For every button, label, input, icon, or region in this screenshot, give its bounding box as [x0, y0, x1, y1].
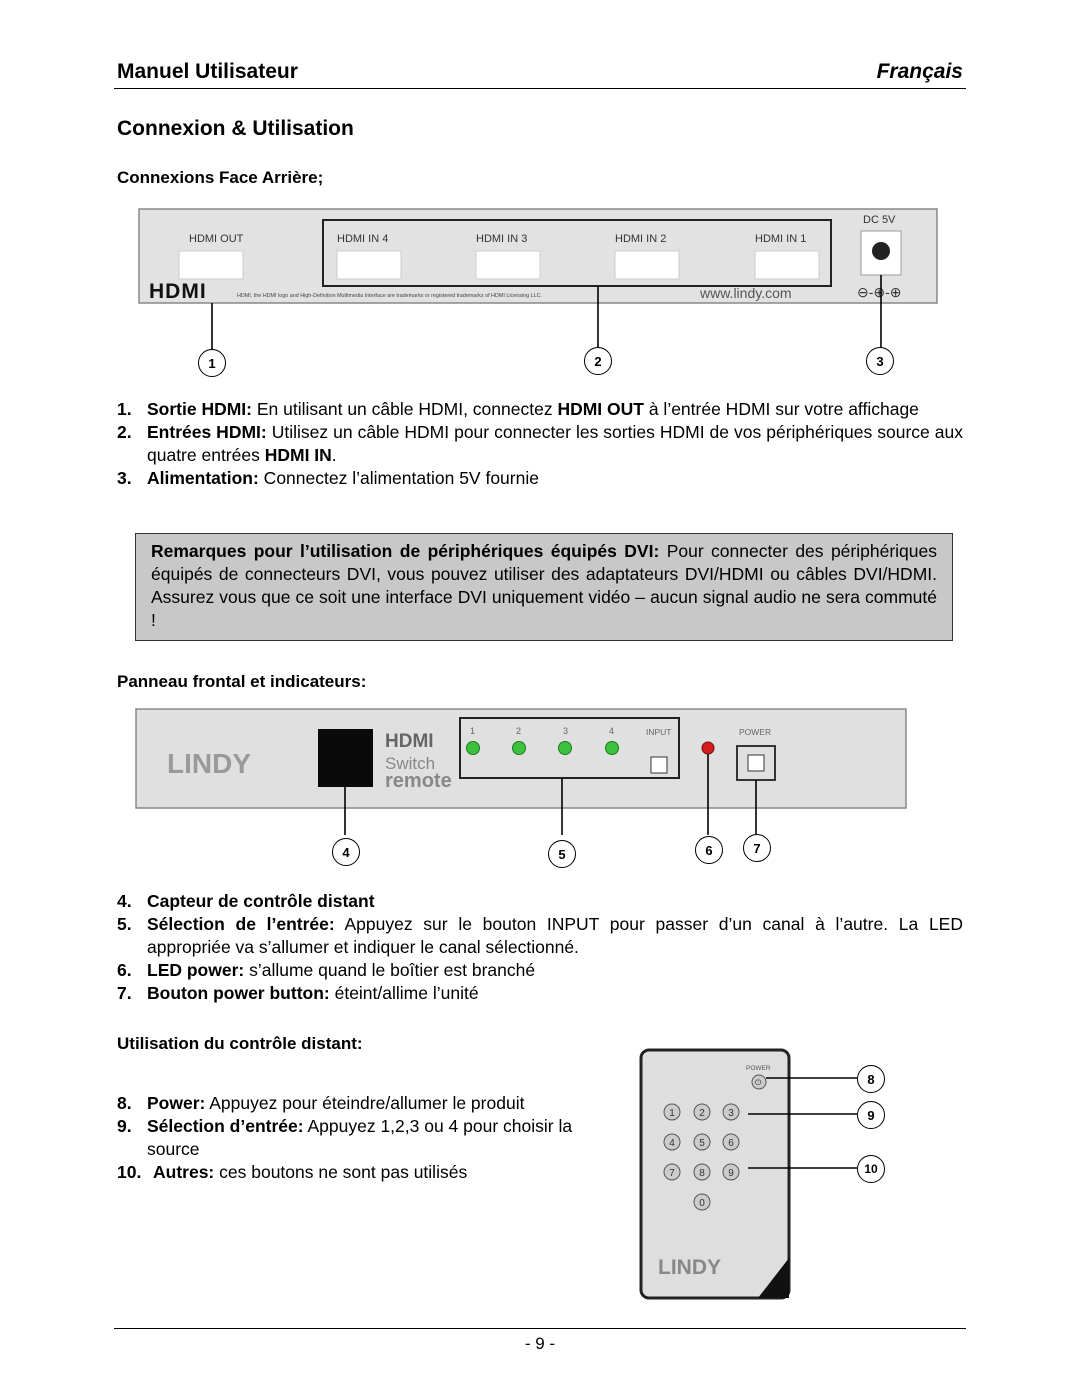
power-key-icon — [751, 1074, 767, 1090]
front-heading: Panneau frontal et indicateurs: — [117, 672, 367, 691]
channel-4-label: 4 — [609, 726, 614, 736]
rear-heading: Connexions Face Arrière; — [117, 168, 324, 187]
header-language: Français — [876, 60, 963, 83]
rear-panel-diagram: HDMI OUT HDMI IN 4 HDMI IN 3 HDMI IN 2 H… — [138, 208, 938, 350]
note-label: Remarques pour l’utilisation de périphér… — [151, 541, 660, 561]
list-item: 1. Sortie HDMI: En utilisant un câble HD… — [117, 399, 919, 419]
remote-heading: Utilisation du contrôle distant: — [117, 1034, 363, 1053]
callout-2: 2 — [584, 347, 612, 375]
polarity-symbol-icon: ⊖-⊕-⊕ — [857, 284, 902, 300]
remote-corner — [758, 1258, 789, 1298]
remote-diagram: POWER ⏻ 1 2 3 4 5 6 7 8 9 0 LINDY — [639, 1048, 857, 1300]
hdmi-logo: HDMI — [149, 280, 207, 303]
power-led — [701, 741, 715, 755]
channel-3-led — [558, 741, 572, 755]
front-items-list: 4.Capteur de contrôle distant 5.Sélectio… — [117, 890, 963, 1005]
callout-8: 8 — [857, 1065, 885, 1093]
page-number: - 9 - — [524, 1334, 556, 1353]
front-panel-diagram: LINDY HDMI Switch remote 1 2 3 4 INPUT P… — [135, 708, 907, 835]
channel-4-led — [605, 741, 619, 755]
channel-2-led — [512, 741, 526, 755]
channel-3-label: 3 — [563, 726, 568, 736]
hdmi-in-group-frame — [322, 219, 832, 287]
svg-text:8: 8 — [699, 1168, 705, 1179]
svg-text:0: 0 — [699, 1198, 705, 1209]
callout-3: 3 — [866, 347, 894, 375]
list-item: 5.Sélection de l’entrée: Appuyez sur le … — [117, 914, 963, 957]
list-item: 4.Capteur de contrôle distant — [117, 891, 375, 911]
hdmi-in3-port — [475, 250, 541, 280]
power-label: POWER — [739, 727, 771, 737]
power-symbol-icon: ⏻ — [755, 1078, 762, 1087]
hdmi-in1-label: HDMI IN 1 — [755, 233, 806, 245]
keypad: 1 2 3 4 5 6 7 8 9 0 — [663, 1103, 740, 1211]
dc-jack — [872, 242, 890, 260]
callout-9: 9 — [857, 1101, 885, 1129]
channel-2-label: 2 — [516, 726, 521, 736]
channel-1-label: 1 — [470, 726, 475, 736]
hdmi-in3-label: HDMI IN 3 — [476, 233, 527, 245]
svg-text:6: 6 — [728, 1138, 734, 1149]
remote-items-list: 8.Power: Appuyez pour éteindre/allumer l… — [117, 1092, 587, 1184]
svg-text:2: 2 — [699, 1108, 705, 1119]
callout-6: 6 — [695, 836, 723, 864]
trademark-text: HDMI, the HDMI logo and High-Definition … — [237, 293, 542, 299]
hdmi-in4-label: HDMI IN 4 — [337, 233, 388, 245]
hdmi-wordmark: HDMI — [385, 731, 434, 752]
remote-lindy-logo: LINDY — [658, 1256, 721, 1279]
svg-text:3: 3 — [728, 1108, 734, 1119]
hdmi-in2-label: HDMI IN 2 — [615, 233, 666, 245]
hdmi-out-label: HDMI OUT — [189, 233, 244, 245]
header-title: Manuel Utilisateur — [117, 60, 298, 83]
dvi-note-box: Remarques pour l’utilisation de périphér… — [135, 533, 953, 641]
svg-text:4: 4 — [669, 1138, 675, 1149]
list-item: 8.Power: Appuyez pour éteindre/allumer l… — [117, 1093, 525, 1113]
channel-1-led — [466, 741, 480, 755]
svg-text:5: 5 — [699, 1138, 705, 1149]
lindy-logo: LINDY — [167, 748, 251, 779]
hdmi-in1-port — [754, 250, 820, 280]
input-group-frame — [459, 717, 680, 779]
footer-rule — [114, 1328, 966, 1329]
lindy-url: www.lindy.com — [699, 285, 792, 301]
hdmi-in4-port — [336, 250, 402, 280]
callout-10: 10 — [857, 1155, 885, 1183]
list-item: 10.Autres: ces boutons ne sont pas utili… — [117, 1162, 468, 1182]
ir-sensor-window — [318, 729, 373, 787]
note-text: Pour connecter des périphériques équipés… — [151, 541, 937, 630]
list-item: 2. Entrées HDMI: Utilisez un câble HDMI … — [117, 422, 963, 465]
switch-wordmark: Switch — [385, 754, 435, 773]
callout-4: 4 — [332, 838, 360, 866]
remote-wordmark: remote — [385, 770, 452, 792]
hdmi-in2-port — [614, 250, 680, 280]
list-item: 9.Sélection d’entrée: Appuyez 1,2,3 ou 4… — [117, 1116, 573, 1159]
power-button — [747, 754, 765, 772]
input-label: INPUT — [646, 727, 672, 737]
remote-power-label: POWER — [746, 1065, 771, 1072]
list-item: 3. Alimentation: Connectez l’alimentatio… — [117, 468, 539, 488]
header-rule — [114, 88, 966, 89]
rear-items-list: 1. Sortie HDMI: En utilisant un câble HD… — [117, 398, 963, 490]
callout-7: 7 — [743, 834, 771, 862]
hdmi-out-port — [178, 250, 244, 280]
dc-label: DC 5V — [863, 214, 896, 226]
svg-text:9: 9 — [728, 1168, 734, 1179]
svg-text:7: 7 — [669, 1168, 675, 1179]
callout-1: 1 — [198, 349, 226, 377]
list-item: 6.LED power: s’allume quand le boîtier e… — [117, 960, 536, 980]
list-item: 7.Bouton power button: éteint/allime l’u… — [117, 983, 479, 1003]
front-panel-body — [135, 708, 907, 809]
callout-5: 5 — [548, 840, 576, 868]
section-title: Connexion & Utilisation — [117, 117, 354, 140]
svg-text:1: 1 — [669, 1108, 675, 1119]
input-button — [650, 756, 668, 774]
